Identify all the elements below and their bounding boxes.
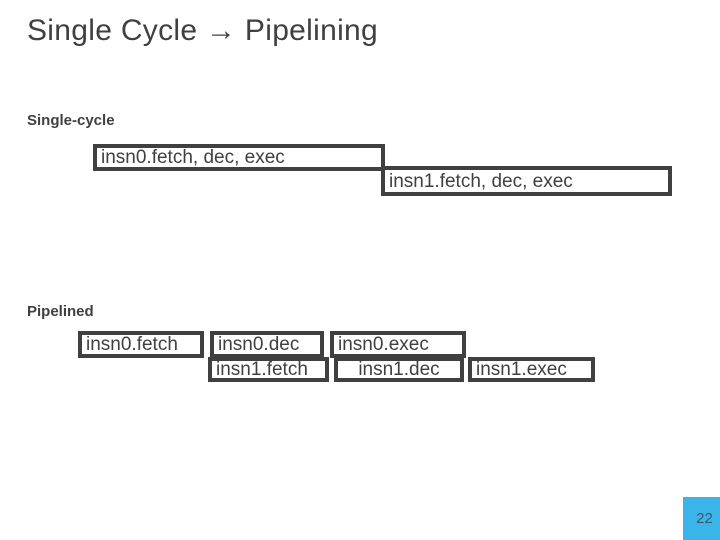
pipelined-box-insn0-dec: insn0.dec bbox=[210, 331, 324, 358]
single-cycle-box-insn0: insn0.fetch, dec, exec bbox=[93, 144, 385, 171]
pipelined-box-insn1-exec: insn1.exec bbox=[468, 357, 595, 382]
slide-title: Single Cycle → Pipelining bbox=[27, 14, 379, 47]
pipelined-box-insn1-dec: insn1.dec bbox=[334, 357, 464, 382]
pipelined-box-insn0-fetch: insn0.fetch bbox=[78, 331, 204, 358]
single-cycle-box-insn1: insn1.fetch, dec, exec bbox=[381, 166, 672, 196]
single-cycle-label: Single-cycle bbox=[27, 112, 115, 129]
pipelined-label: Pipelined bbox=[27, 303, 94, 320]
page-number: 22 bbox=[696, 510, 713, 527]
pipelined-box-insn0-exec: insn0.exec bbox=[330, 331, 466, 358]
pipelined-box-insn1-fetch: insn1.fetch bbox=[208, 357, 329, 382]
page-number-badge: 22 bbox=[683, 497, 720, 540]
